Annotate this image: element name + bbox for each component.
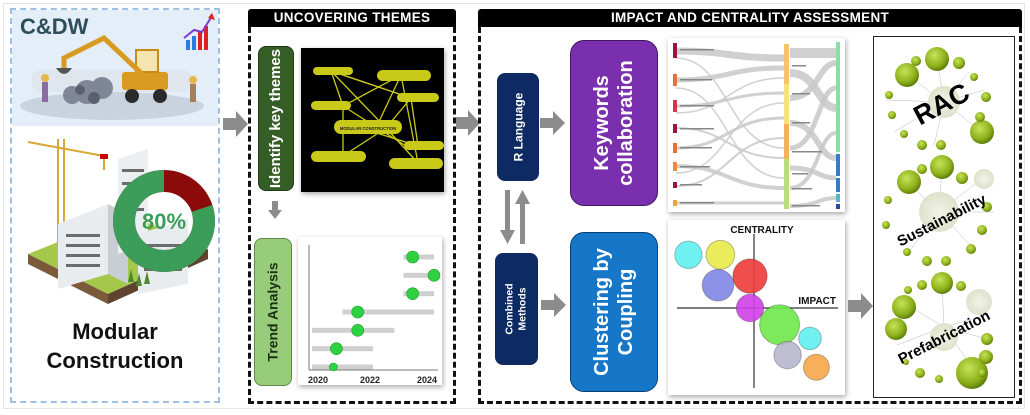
combined-methods-line2: Methods xyxy=(516,287,529,331)
modular-title-line2: Construction xyxy=(46,348,184,373)
keywords-line1: Keywords xyxy=(591,75,614,171)
trend-x-tick: 2020 xyxy=(308,375,328,385)
cluster-bubble xyxy=(705,239,736,270)
network-center-label: MODULAR CONSTRUCTION xyxy=(340,126,396,131)
keywords-collaboration-box: Keywords collaboration xyxy=(570,40,658,206)
trend-chart: 2020 2022 2024 xyxy=(308,245,441,385)
cluster-bubble xyxy=(798,326,822,351)
identify-key-themes-label: Identify key themes xyxy=(267,48,285,189)
donut-chart: 80% xyxy=(113,170,215,272)
bubble-chart: CENTRALITY IMPACT xyxy=(674,225,838,388)
theme-label-rac: RAC xyxy=(909,77,975,131)
impact-header: IMPACT AND CENTRALITY ASSESSMENT xyxy=(478,9,1022,27)
trend-peak-dot xyxy=(351,324,365,337)
trend-chart-card: 2020 2022 2024 xyxy=(298,237,442,385)
network-node xyxy=(377,70,431,81)
centrality-axis-label: CENTRALITY xyxy=(730,225,794,236)
right-arrow-icon xyxy=(223,111,248,137)
trend-peak-dot xyxy=(351,305,365,319)
sankey-chart xyxy=(673,42,840,209)
trend-peak-dot xyxy=(406,250,419,264)
r-language-label: R Language xyxy=(511,92,526,162)
trend-peak-dot xyxy=(406,287,419,300)
network-node xyxy=(311,151,366,162)
keyword-network: MODULAR CONSTRUCTION xyxy=(301,48,444,192)
trend-x-tick: 2024 xyxy=(417,375,437,385)
cdw-illustration xyxy=(12,10,218,126)
modular-title-line1: Modular xyxy=(72,319,158,344)
excavator-scene-icon xyxy=(20,13,215,120)
right-arrow-icon xyxy=(848,293,873,319)
combined-methods-label: Combined Methods xyxy=(504,283,530,334)
keywords-line2: collaboration xyxy=(615,60,638,186)
down-arrow-icon xyxy=(268,201,282,219)
cluster-bubble xyxy=(773,340,802,370)
network-node xyxy=(404,141,444,150)
sankey-left-nodes xyxy=(673,43,677,206)
clustering-by-coupling-box: Clustering by Coupling xyxy=(570,232,658,392)
bidirectional-arrow-icon xyxy=(500,190,530,244)
right-arrow-icon xyxy=(541,293,566,317)
trend-range-bar xyxy=(312,364,373,370)
sustainability-network: Sustainability xyxy=(882,155,994,266)
prefabrication-network: Prefabrication xyxy=(885,272,993,389)
trend-range-bar xyxy=(342,309,434,315)
sankey-right-nodes xyxy=(836,42,840,209)
network-node xyxy=(389,158,443,169)
clustering-line2: Coupling xyxy=(615,268,638,356)
cdw-modular-panel xyxy=(10,8,220,403)
theme-networks-box: RAC Sustainability xyxy=(873,36,1015,398)
cluster-bubble xyxy=(674,240,703,269)
themes-panel-border xyxy=(248,27,456,404)
cdw-label: C&DW xyxy=(20,14,89,39)
impact-panel-border xyxy=(478,27,1022,404)
theme-networks: RAC Sustainability xyxy=(882,47,994,389)
network-node xyxy=(397,93,439,102)
trend-peak-dot xyxy=(329,362,338,372)
trend-peak-dot xyxy=(427,269,441,282)
network-node xyxy=(313,67,353,75)
cluster-bubble xyxy=(802,353,830,381)
donut-percent-label: 80% xyxy=(142,209,186,234)
network-node-center xyxy=(334,120,402,134)
trend-analysis-box: Trend Analysis xyxy=(254,238,292,386)
growth-chart-icon xyxy=(183,13,215,50)
keywords-collaboration-label: Keywords collaboration xyxy=(590,60,638,186)
r-language-box: R Language xyxy=(497,73,539,181)
clustering-label: Clustering by Coupling xyxy=(590,248,638,376)
identify-key-themes-box: Identify key themes xyxy=(258,46,294,191)
right-arrow-icon xyxy=(540,111,565,135)
trend-analysis-label: Trend Analysis xyxy=(265,262,282,362)
combined-methods-line1: Combined xyxy=(503,283,516,335)
trend-range-bar xyxy=(403,272,434,278)
cluster-bubble xyxy=(732,258,768,294)
bubble-chart-card: CENTRALITY IMPACT xyxy=(668,220,845,395)
cluster-bubble xyxy=(735,293,765,323)
rac-network: RAC xyxy=(885,47,994,150)
impact-axis-label: IMPACT xyxy=(798,296,836,307)
sankey-chart-card xyxy=(668,38,845,212)
combined-methods-box: Combined Methods xyxy=(495,253,538,365)
donut-slice-main xyxy=(113,170,215,272)
sankey-middle-nodes xyxy=(784,44,789,209)
cluster-bubble xyxy=(759,304,801,346)
clustering-line1: Clustering by xyxy=(591,248,614,376)
network-nodes xyxy=(311,67,444,169)
themes-header: UNCOVERING THEMES xyxy=(248,9,456,27)
right-arrow-icon xyxy=(456,110,480,136)
network-node xyxy=(311,101,351,110)
cluster-bubble xyxy=(701,268,735,302)
trend-peak-dot xyxy=(330,342,343,355)
trend-x-tick: 2022 xyxy=(360,375,380,385)
figure-frame xyxy=(3,3,1025,409)
